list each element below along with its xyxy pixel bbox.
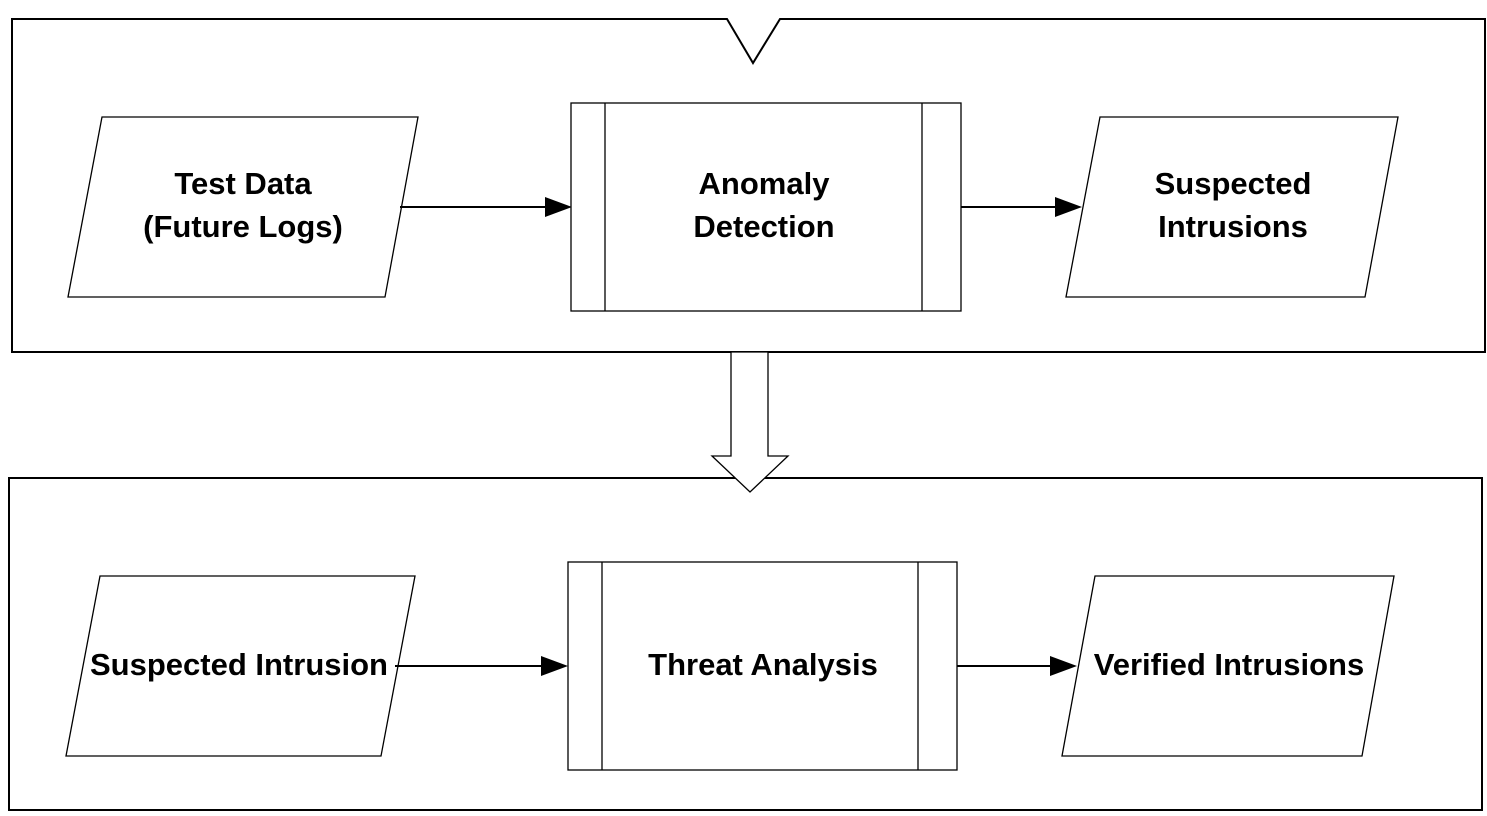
stage-transition-arrow (710, 351, 790, 493)
anomaly-label-line2: Detection (693, 209, 834, 244)
suspected-intrusion-label: Suspected Intrusion (90, 647, 388, 682)
arrow-head-4 (1050, 656, 1077, 676)
test-data-label-line1: Test Data (174, 166, 312, 201)
anomaly-detection-process (570, 102, 962, 312)
verified-intrusions-output (1061, 575, 1395, 757)
suspected-label-line2: Intrusions (1158, 209, 1308, 244)
arrow-head-3 (541, 656, 568, 676)
suspected-intrusions-output (1065, 116, 1399, 298)
test-data-label-line2: (Future Logs) (143, 209, 343, 244)
suspected-intrusion-input (65, 575, 416, 757)
verified-intrusions-label: Verified Intrusions (1094, 647, 1364, 682)
test-data-input (67, 116, 419, 298)
arrow-head-1 (545, 197, 572, 217)
suspected-label-line1: Suspected (1155, 166, 1312, 201)
arrow-head-2 (1055, 197, 1082, 217)
threat-analysis-process (567, 561, 958, 771)
anomaly-label-line1: Anomaly (699, 166, 831, 201)
threat-analysis-label: Threat Analysis (648, 647, 878, 682)
